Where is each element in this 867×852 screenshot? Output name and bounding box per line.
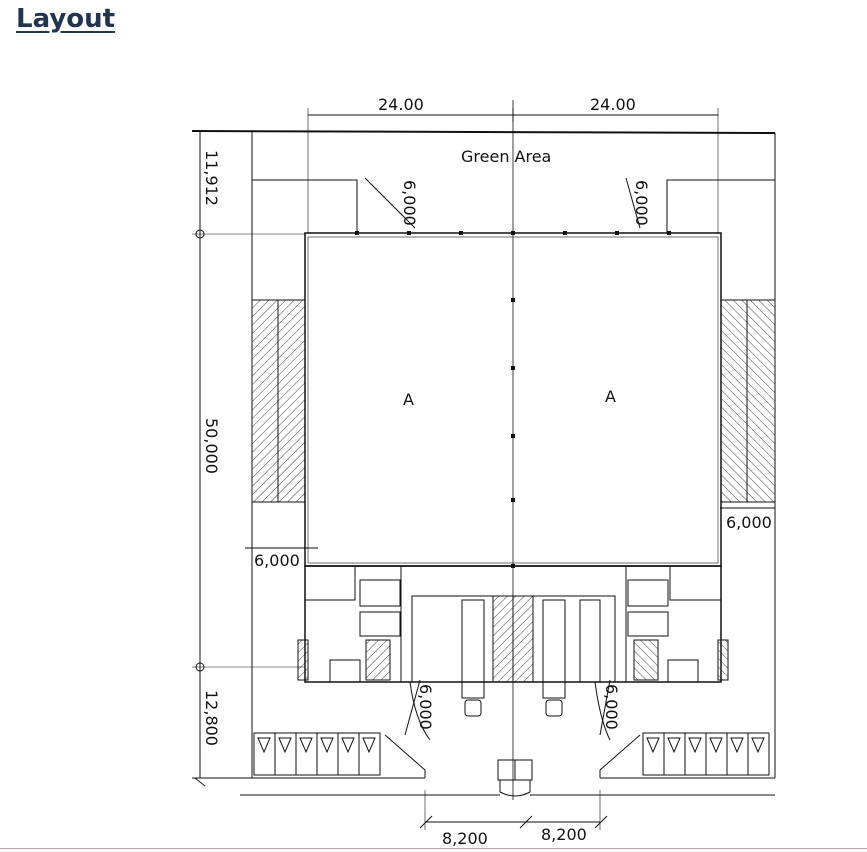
dim-building-depth: 50,000: [202, 418, 221, 474]
dim-setback-top: 11,912: [202, 150, 221, 206]
dim-gate-right: 8,200: [541, 825, 587, 844]
truck: [579, 599, 601, 683]
dim-side-left-mid: 6,000: [254, 551, 300, 570]
parking-left: [253, 732, 381, 776]
dim-dock-left: 6,000: [416, 684, 435, 730]
dim-side-right-mid: 6,000: [726, 513, 772, 532]
green-area-label: Green Area: [461, 147, 551, 166]
dim-top-right: 24.00: [590, 95, 636, 114]
parking-right: [642, 732, 770, 776]
dim-top-left: 24.00: [378, 95, 424, 114]
site-boundary-top: [191, 130, 776, 134]
bottom-rule: [0, 848, 867, 849]
unit-left-label: A: [403, 390, 414, 409]
dim-setback-bottom: 12,800: [202, 690, 221, 746]
dim-side-left-top: 6,000: [400, 180, 419, 226]
unit-right-label: A: [605, 387, 616, 406]
dim-side-right-top: 6,000: [632, 180, 651, 226]
truck: [461, 599, 485, 699]
dim-dock-right: 6,000: [602, 684, 621, 730]
dock-hatch-right: [720, 299, 776, 503]
dim-gate-left: 8,200: [442, 829, 488, 848]
page-title: Layout: [16, 4, 116, 34]
truck: [542, 599, 566, 699]
